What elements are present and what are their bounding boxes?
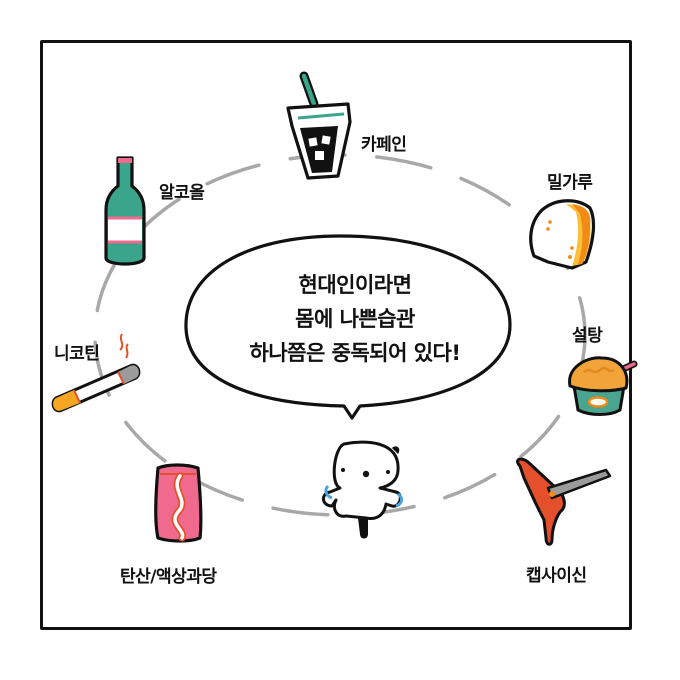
tteokbokki-skewer-icon	[516, 457, 612, 546]
bubble-line-2: 몸에 나쁜습관	[295, 307, 415, 331]
bubble-line-1: 현대인이라면	[298, 273, 412, 297]
speech-bubble	[184, 234, 512, 420]
label-flour: 밀가루	[547, 173, 593, 193]
label-nicotine: 니코틴	[54, 344, 100, 364]
soju-bottle-icon	[104, 156, 146, 266]
ice-cream-cup-icon	[568, 356, 638, 416]
label-caffeine: 카페인	[361, 135, 407, 155]
panda-character-icon	[322, 440, 404, 539]
label-alcohol: 알코올	[159, 183, 205, 203]
comic-panel-frame	[40, 40, 632, 630]
cigarette-icon	[51, 333, 141, 413]
label-sugar: 설탕	[572, 326, 603, 346]
iced-coffee-cup-icon	[286, 71, 352, 180]
bubble-line-3: 하나쯤은 중독되어 있다!	[249, 341, 461, 365]
label-soda: 탄산/액상과당	[120, 567, 217, 587]
label-capsaicin: 캡사이신	[526, 566, 587, 586]
soda-can-icon	[154, 463, 203, 543]
bread-slice-icon	[529, 199, 596, 270]
speech-bubble-text: 현대인이라면 몸에 나쁜습관 하나쯤은 중독되어 있다!	[205, 268, 505, 370]
